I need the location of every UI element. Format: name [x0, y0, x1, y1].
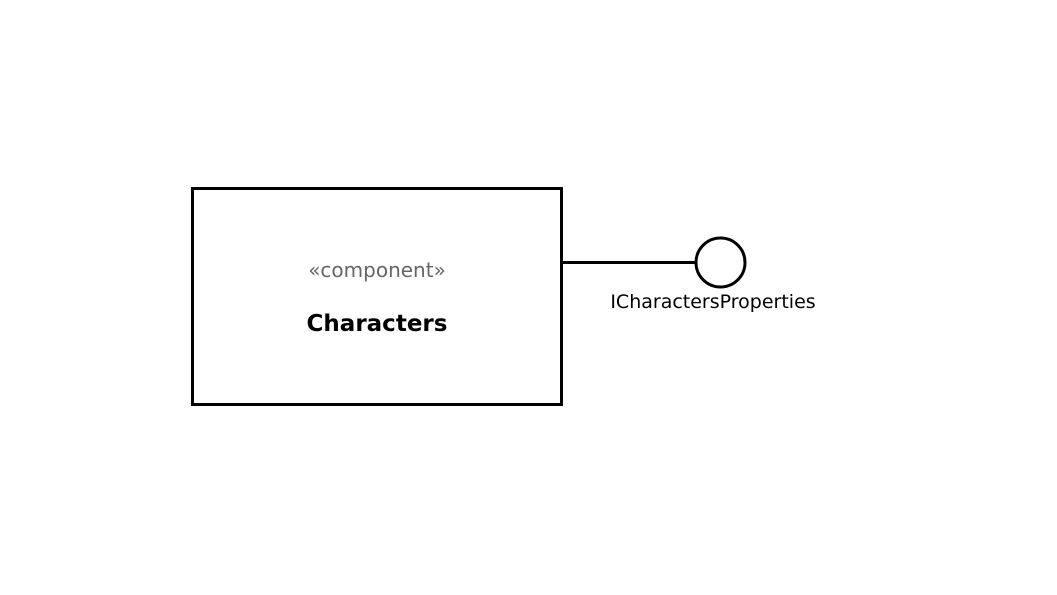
interface-lollipop-icon[interactable] — [694, 236, 747, 289]
interface-name: ICharactersProperties — [610, 291, 815, 313]
component-box[interactable] — [191, 187, 563, 406]
provided-interface[interactable]: ICharactersProperties — [562, 236, 816, 313]
component-stereotype: «component» — [308, 258, 446, 282]
component-characters[interactable]: «component» Characters — [191, 187, 563, 406]
component-name: Characters — [307, 311, 448, 337]
